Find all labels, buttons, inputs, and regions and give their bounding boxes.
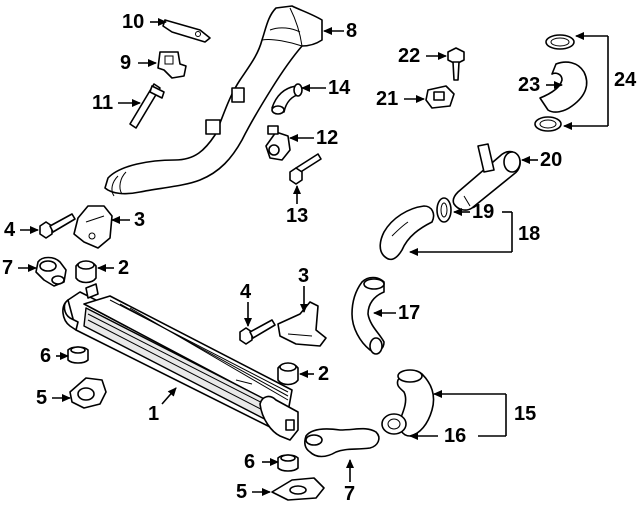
part-3-bracket-center [277, 301, 327, 347]
part-21-sensor [425, 85, 455, 109]
part-19-clamp [436, 197, 452, 223]
part-4-bolt-left [39, 213, 76, 239]
part-23-hose [534, 34, 588, 132]
part-2-isolator-left [75, 260, 97, 284]
part-6-isolator-left [67, 346, 89, 364]
callout-9: 9 [120, 52, 132, 74]
part-14-hose [271, 83, 303, 115]
part-12-sensor [265, 125, 291, 161]
callout-20: 20 [540, 149, 563, 171]
part-9-clip [157, 51, 187, 79]
callout-8: 8 [346, 20, 358, 42]
callout-21: 21 [376, 88, 399, 110]
upper-air-tube [104, 5, 323, 197]
part-13-bolt [289, 153, 322, 185]
callout-7-center: 7 [344, 483, 356, 505]
callout-15: 15 [514, 403, 537, 425]
part-18-hose [379, 205, 435, 261]
part-2-isolator-center [277, 362, 299, 386]
part-16-clamp [381, 413, 407, 435]
callout-12: 12 [316, 127, 339, 149]
callout-24: 24 [614, 69, 637, 91]
callout-17: 17 [398, 302, 421, 324]
part-4-bolt-center [239, 319, 276, 345]
callout-5-left: 5 [36, 387, 48, 409]
part-5-bracket-center [271, 477, 325, 501]
callout-1: 1 [148, 403, 160, 425]
part-6-isolator-center [277, 454, 299, 472]
callout-18: 18 [518, 223, 541, 245]
part-20-tube [452, 143, 521, 211]
callout-11: 11 [92, 92, 114, 114]
callout-2-left: 2 [118, 257, 130, 279]
callout-22: 22 [398, 45, 421, 67]
callout-4-left: 4 [4, 219, 16, 241]
intercooler [62, 283, 299, 441]
callout-6-left: 6 [40, 345, 52, 367]
part-17-hose [351, 276, 385, 355]
part-11-strap [129, 83, 165, 129]
part-5-bracket-left [69, 377, 107, 409]
callout-4-center: 4 [240, 281, 252, 303]
callout-2-center: 2 [318, 363, 330, 385]
callout-16: 16 [444, 425, 467, 447]
part-22-bolt [447, 47, 465, 81]
callout-13: 13 [286, 205, 309, 227]
callout-7-left: 7 [2, 257, 14, 279]
leader-lines [18, 18, 609, 496]
callout-6-center: 6 [244, 451, 256, 473]
part-3-bracket-left [73, 205, 113, 249]
callout-3-left: 3 [134, 209, 146, 231]
callout-10: 10 [122, 11, 145, 33]
part-7-bracket-left [35, 256, 67, 287]
part-10-bracket [162, 19, 211, 43]
callout-5-center: 5 [236, 481, 248, 503]
callout-19: 19 [472, 201, 495, 223]
part-7-bracket-center [304, 427, 380, 458]
callout-23: 23 [518, 74, 541, 96]
callout-3-center: 3 [298, 265, 310, 287]
callout-14: 14 [328, 77, 351, 99]
